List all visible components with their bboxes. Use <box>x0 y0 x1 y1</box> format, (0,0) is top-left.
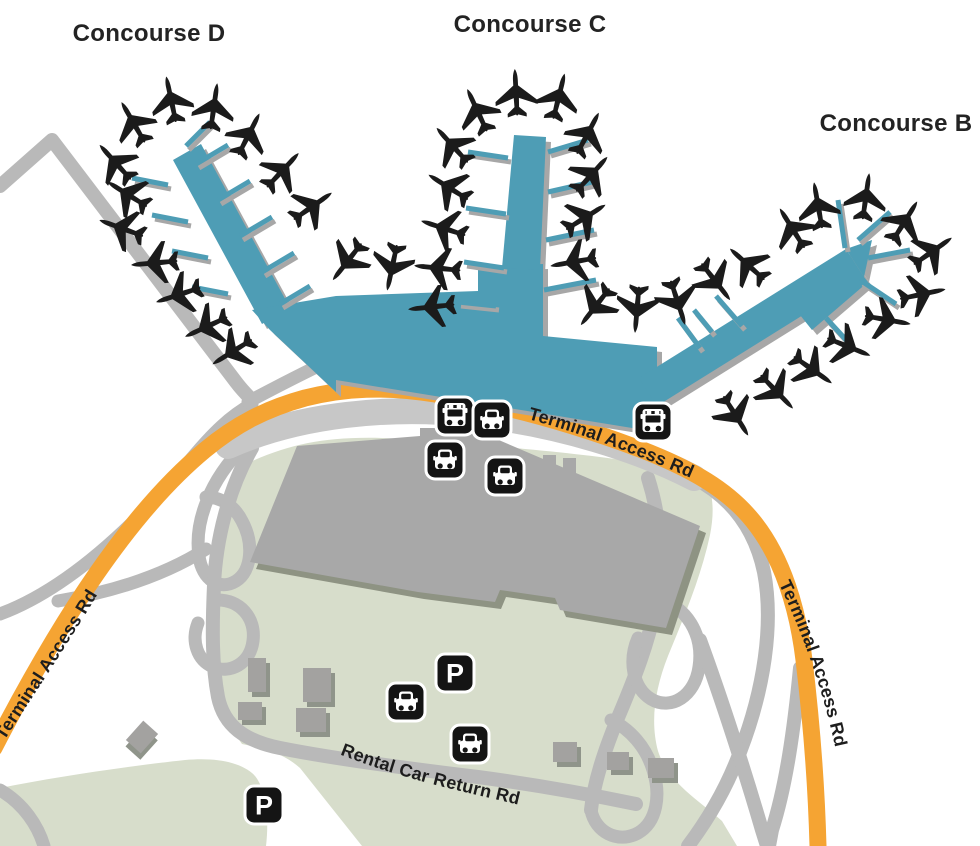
jet-bridge-shadow <box>197 146 233 171</box>
southwest-corner-road <box>0 783 51 846</box>
garage-pillar <box>543 455 556 493</box>
airplane-icon <box>103 91 164 155</box>
jet-bridge <box>260 250 296 275</box>
airplane-icon <box>411 244 465 292</box>
concourse-d-connector <box>252 296 336 392</box>
jet-bridge-shadow <box>550 183 596 199</box>
east-ramp-loop <box>626 591 707 710</box>
jet-bridge <box>463 259 505 271</box>
jet-bridge-shadow <box>241 218 277 243</box>
concourse-b-head <box>796 262 868 330</box>
jet-bridge-shadow <box>468 209 510 221</box>
jet-bridge <box>465 205 507 217</box>
jet-bridges <box>131 120 914 354</box>
jet-bridge-shadow <box>466 263 508 275</box>
parking-garage <box>250 428 700 628</box>
airplane-icon <box>704 383 766 447</box>
bus-stop-icon <box>632 401 674 443</box>
concourse-d-label: Concourse D <box>73 20 226 47</box>
concourse-c-label: Concourse C <box>454 11 607 38</box>
south-loop-road <box>584 713 664 844</box>
garage-pillar <box>563 458 576 496</box>
bus-stop-icon <box>434 395 476 437</box>
west-ramp-loop-a <box>191 439 257 592</box>
car-pickup-icon <box>424 439 466 481</box>
car-pickup-icon <box>484 455 526 497</box>
jet-bridge-shadow <box>219 182 255 207</box>
concourse-c-pier <box>502 135 546 270</box>
jet-bridge <box>278 283 312 307</box>
jet-bridge <box>856 210 892 242</box>
parking-icon <box>243 784 285 826</box>
jet-bridge-shadow <box>546 281 600 297</box>
jet-bridge <box>457 299 497 309</box>
southwest-green-area <box>0 759 268 846</box>
car-pickup-icon <box>449 723 491 765</box>
car-pickup-icon <box>385 681 427 723</box>
jet-bridge-shadow <box>174 252 212 265</box>
concourse-b-pier <box>639 249 864 406</box>
airplane-icon <box>493 67 539 119</box>
south-exit-road-east <box>762 661 807 846</box>
airplane-icon <box>817 318 879 376</box>
jet-bridge <box>675 316 703 350</box>
south-exit-road-west <box>693 633 774 846</box>
main-terminal-block <box>336 264 657 432</box>
jet-bridge-shadow <box>154 216 192 229</box>
jet-bridge <box>824 316 850 344</box>
jet-bridge <box>194 142 230 167</box>
airplane-icon <box>894 268 950 320</box>
airplane-icon <box>650 272 706 332</box>
concourses <box>173 135 872 432</box>
airplane-icon <box>780 338 844 401</box>
airplane-icon <box>421 113 485 178</box>
jet-bridge <box>692 308 714 334</box>
car-pickup-icon <box>471 399 513 441</box>
jet-bridge-shadow <box>470 153 512 165</box>
parking-icon <box>434 652 476 694</box>
jet-bridge <box>171 248 209 261</box>
jet-bridge <box>151 212 189 225</box>
airplane-icon <box>448 80 507 142</box>
airplane-icon <box>684 249 747 314</box>
jet-bridge <box>714 294 744 328</box>
jet-bridge-shadow <box>870 251 914 265</box>
airplane-icon <box>189 80 238 134</box>
terminal-approach-stub <box>241 361 321 409</box>
rental-buildings <box>125 658 678 783</box>
jet-bridge <box>543 277 597 293</box>
jet-bridge <box>467 149 509 161</box>
airplane-icon <box>532 68 585 126</box>
jet-bridge-shadow <box>460 303 500 313</box>
airplane-icon <box>316 229 379 294</box>
buildings <box>125 428 706 783</box>
airplane-icon <box>414 200 474 256</box>
jet-bridge-shadow <box>187 124 215 152</box>
jet-bridge-shadow <box>263 254 299 279</box>
concourse-b-tip <box>846 240 872 277</box>
jet-bridge <box>216 178 252 203</box>
airplane-icon <box>557 102 618 165</box>
jet-bridge <box>131 175 169 188</box>
jet-bridge <box>867 247 911 261</box>
jet-bridge-shadow <box>281 287 315 311</box>
concourse-d-pier <box>173 144 290 324</box>
jet-bridge <box>835 199 848 249</box>
jet-bridge <box>858 277 898 307</box>
airplane-icon <box>614 283 661 335</box>
airplane-icon <box>366 239 418 295</box>
concourse-b-label: Concourse B <box>820 110 973 137</box>
airplane-icon <box>744 359 809 424</box>
jet-bridge <box>238 214 274 239</box>
west-ramp-loop-b <box>188 593 260 676</box>
rental-car-return-road <box>205 441 643 811</box>
